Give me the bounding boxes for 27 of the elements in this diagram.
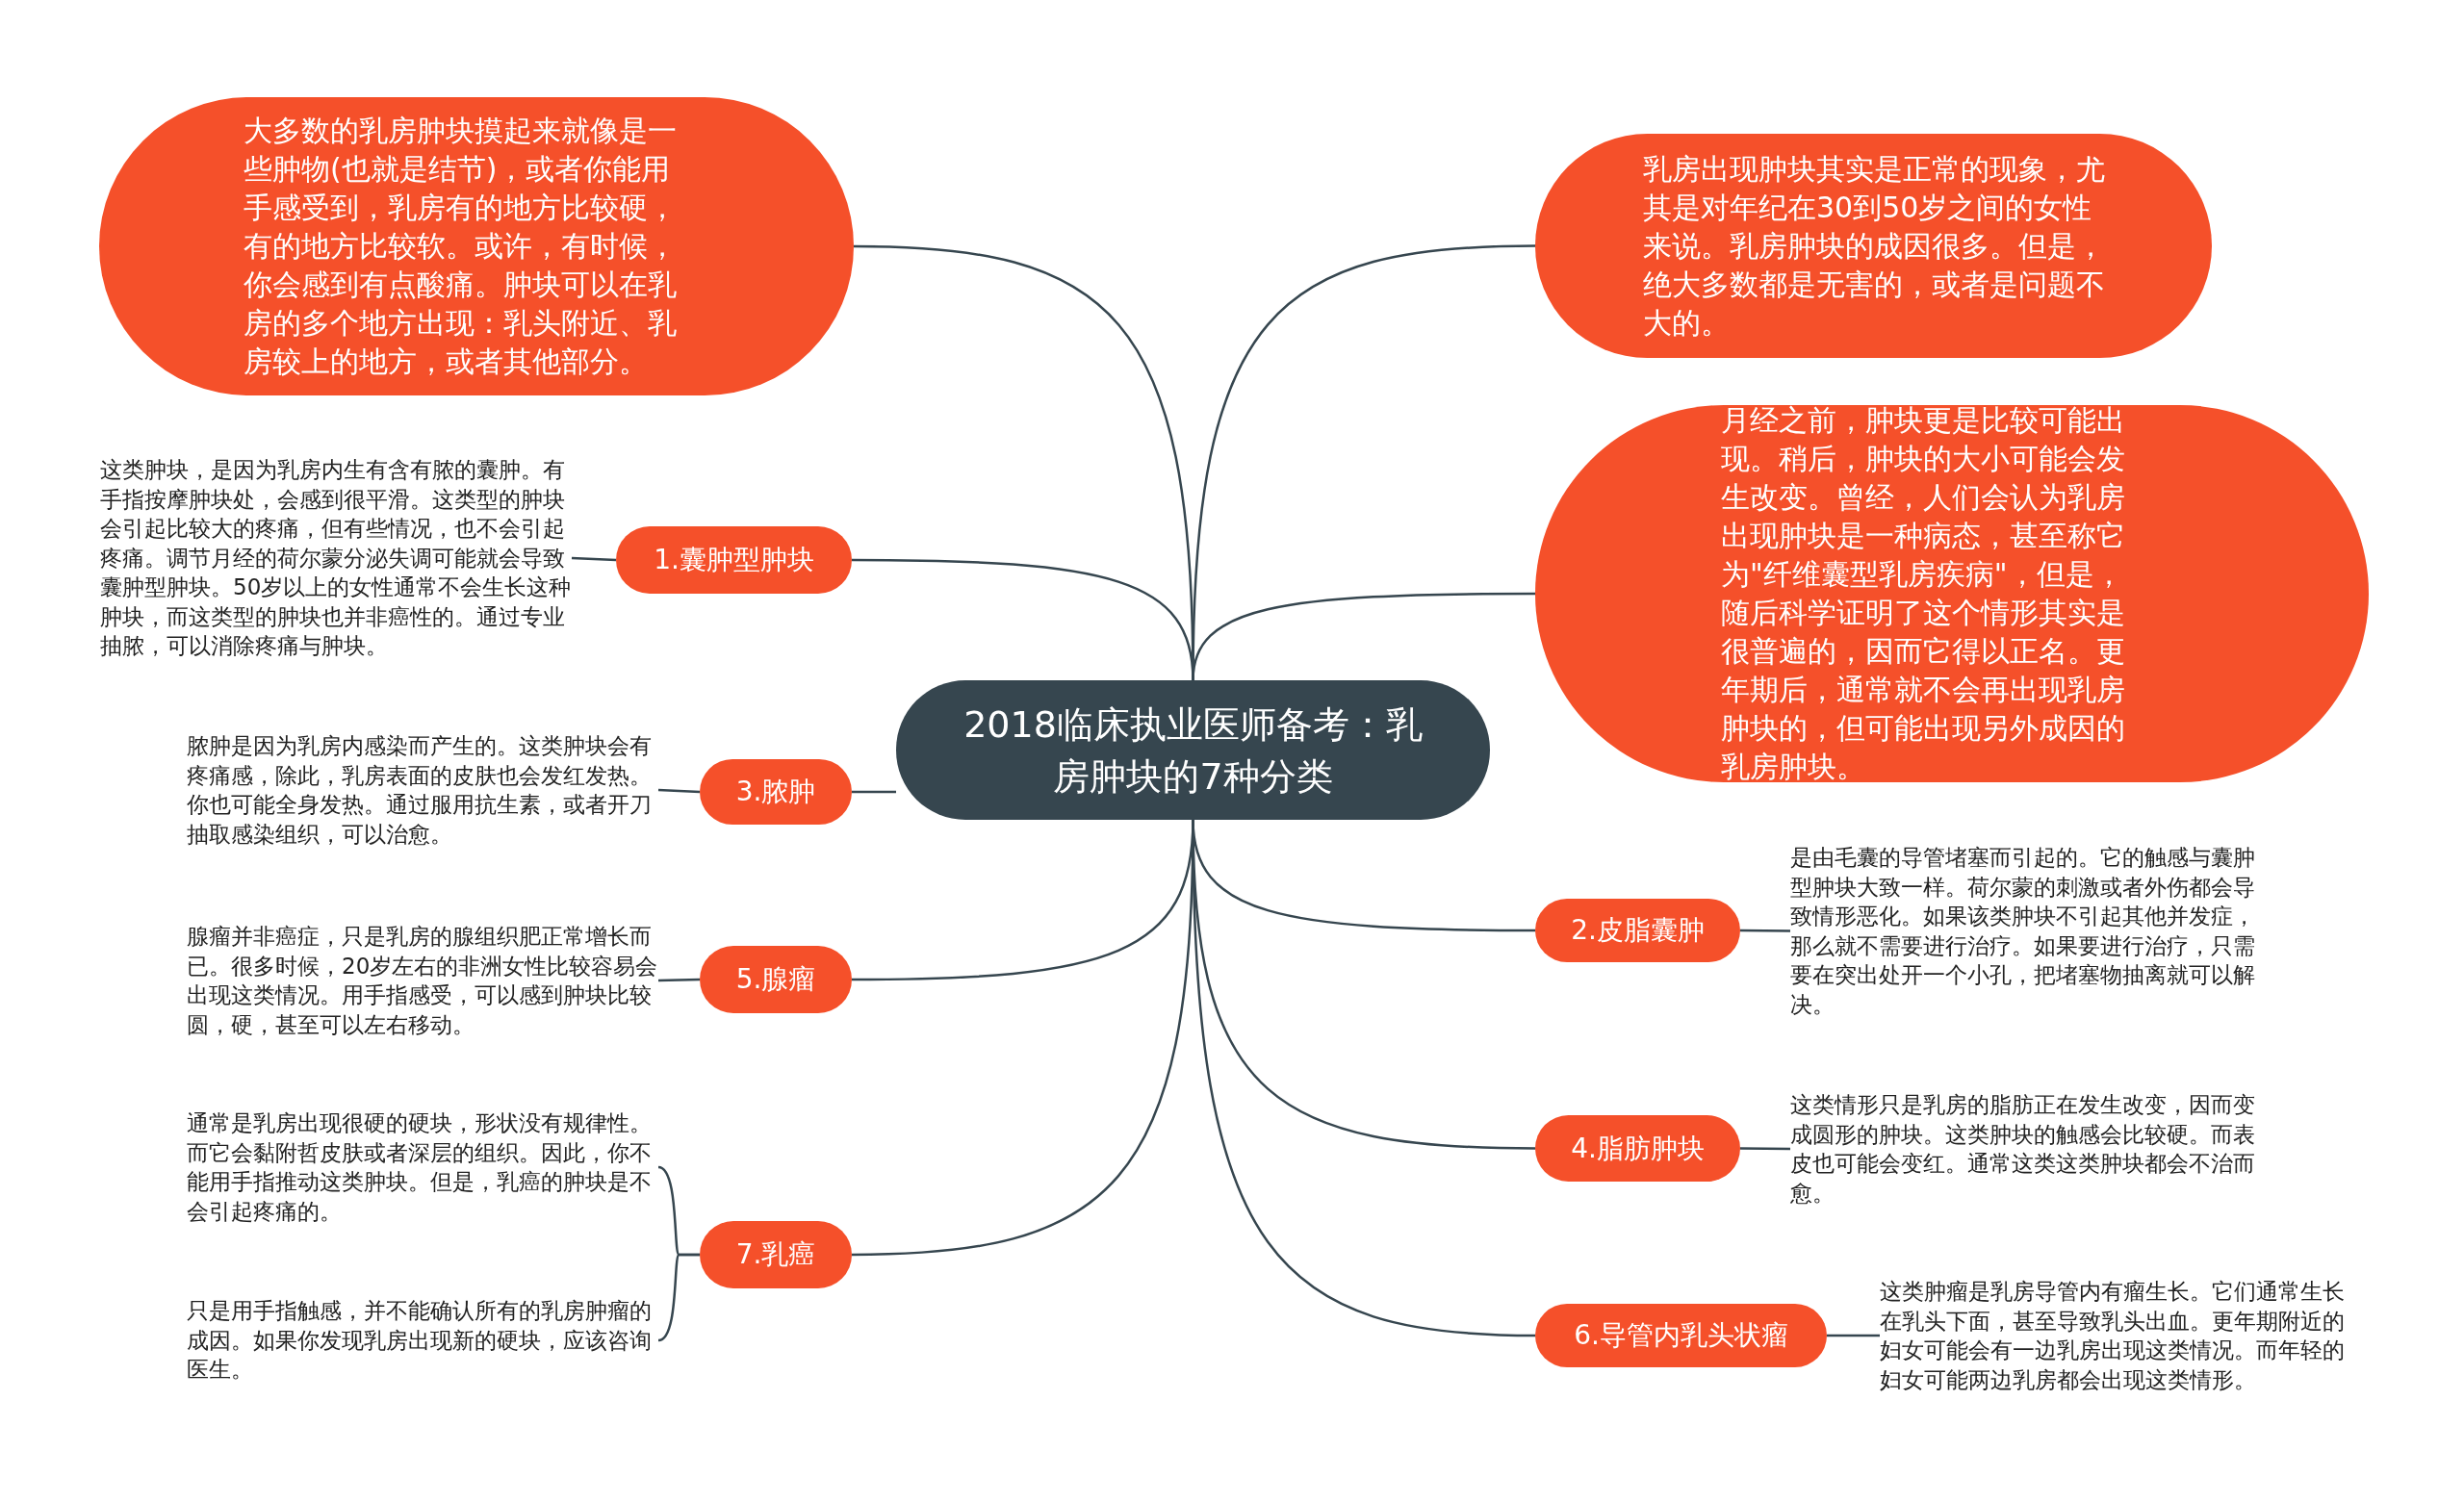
connector-line (852, 790, 896, 794)
note-text: 这类肿瘤是乳房导管内有瘤生长。它们通常生长在乳头下面，甚至导致乳头出血。更年期附近的妇女可能会有一边乳房出现这类情况。而年轻的妇女可能两边乳房都会出现这类情形。 (1880, 1276, 2351, 1395)
topic-pill: 7.乳癌 (700, 1221, 852, 1288)
topic-pill: 5.腺瘤 (700, 946, 852, 1013)
topic-pill: 6.导管内乳头状瘤 (1535, 1304, 1827, 1367)
topic-pill: 2.皮脂囊肿 (1535, 899, 1740, 962)
connector-line (657, 788, 701, 794)
central-topic: 2018临床执业医师备考：乳房肿块的7种分类 (896, 680, 1490, 820)
topic-bubble: 乳房出现肿块其实是正常的现象，尤其是对年纪在30到50岁之间的女性来说。乳房肿块的成因很多。但是，绝大多数都是无害的，或者是问题不大的。 (1535, 134, 2212, 358)
connector-line (657, 978, 701, 982)
connector-line (571, 556, 617, 562)
topic-pill: 1.囊肿型肿块 (616, 526, 852, 594)
note-text: 脓肿是因为乳房内感染而产生的。这类肿块会有疼痛感，除此，乳房表面的皮肤也会发红发热。你也可能全身发热。通过服用抗生素，或者开刀抽取感染组织，可以治愈。 (187, 731, 658, 849)
connector-line (1827, 1334, 1880, 1337)
connector-line (1740, 929, 1790, 932)
note-text: 通常是乳房出现很硬的硬块，形状没有规律性。而它会黏附哲皮肤或者深层的组织。因此，你不能用手指推动这类肿块。但是，乳癌的肿块是不会引起疼痛的。 (187, 1107, 658, 1227)
topic-bubble: 月经之前，肿块更是比较可能出现。稍后，肿块的大小可能会发生改变。曾经，人们会认为乳房出现肿块是一种病态，甚至称它为"纤维囊型乳房疾病"，但是，随后科学证明了这个情形其实是很普遍的，因而它得以正名。更年期后，通常就不会再出现乳房肿块的，但可能出现另外成因的乳房肿块。 (1535, 405, 2369, 782)
topic-pill: 3.脓肿 (700, 759, 852, 825)
note-text: 这类情形只是乳房的脂肪正在发生改变，因而变成圆形的肿块。这类肿块的触感会比较硬。而表皮也可能会变红。通常这类这类肿块都会不治而愈。 (1790, 1089, 2262, 1209)
note-text: 是由毛囊的导管堵塞而引起的。它的触感与囊肿型肿块大致一样。荷尔蒙的刺激或者外伤都会导致情形恶化。如果该类肿块不引起其他并发症，那么就不需要进行治疗。如果要进行治疗，只需要在突出处开一个小孔，把堵塞物抽离就可以解决。 (1790, 840, 2262, 1022)
note-text: 这类肿块，是因为乳房内生有含有脓的囊肿。有手指按摩肿块处，会感到很平滑。这类型的肿块会引起比较大的疼痛，但有些情况，也不会引起疼痛。调节月经的荷尔蒙分泌失调可能就会导致囊肿型肿块。50岁以上的女性通常不会生长这种肿块，而这类型的肿块也并非癌性的。通过专业抽脓，可以消除疼痛与肿块。 (100, 456, 572, 660)
connector-line (1740, 1147, 1790, 1151)
topic-bubble: 大多数的乳房肿块摸起来就像是一些肿物(也就是结节)，或者你能用手感受到，乳房有的地方比较硬，有的地方比较软。或许，有时候，你会感到有点酸痛。肿块可以在乳房的多个地方出现：乳头附近、乳房较上的地方，或者其他部分。 (99, 97, 854, 395)
topic-pill: 4.脂肪肿块 (1535, 1115, 1740, 1182)
note-text: 腺瘤并非癌症，只是乳房的腺组织肥正常增长而已。很多时候，20岁左右的非洲女性比较容易会出现这类情况。用手指感受，可以感到肿块比较圆，硬，甚至可以左右移动。 (187, 922, 658, 1039)
connector-line (657, 1253, 700, 1342)
note-text: 只是用手指触感，并不能确认所有的乳房肿瘤的成因。如果你发现乳房出现新的硬块，应该咨询医生。 (187, 1296, 658, 1385)
